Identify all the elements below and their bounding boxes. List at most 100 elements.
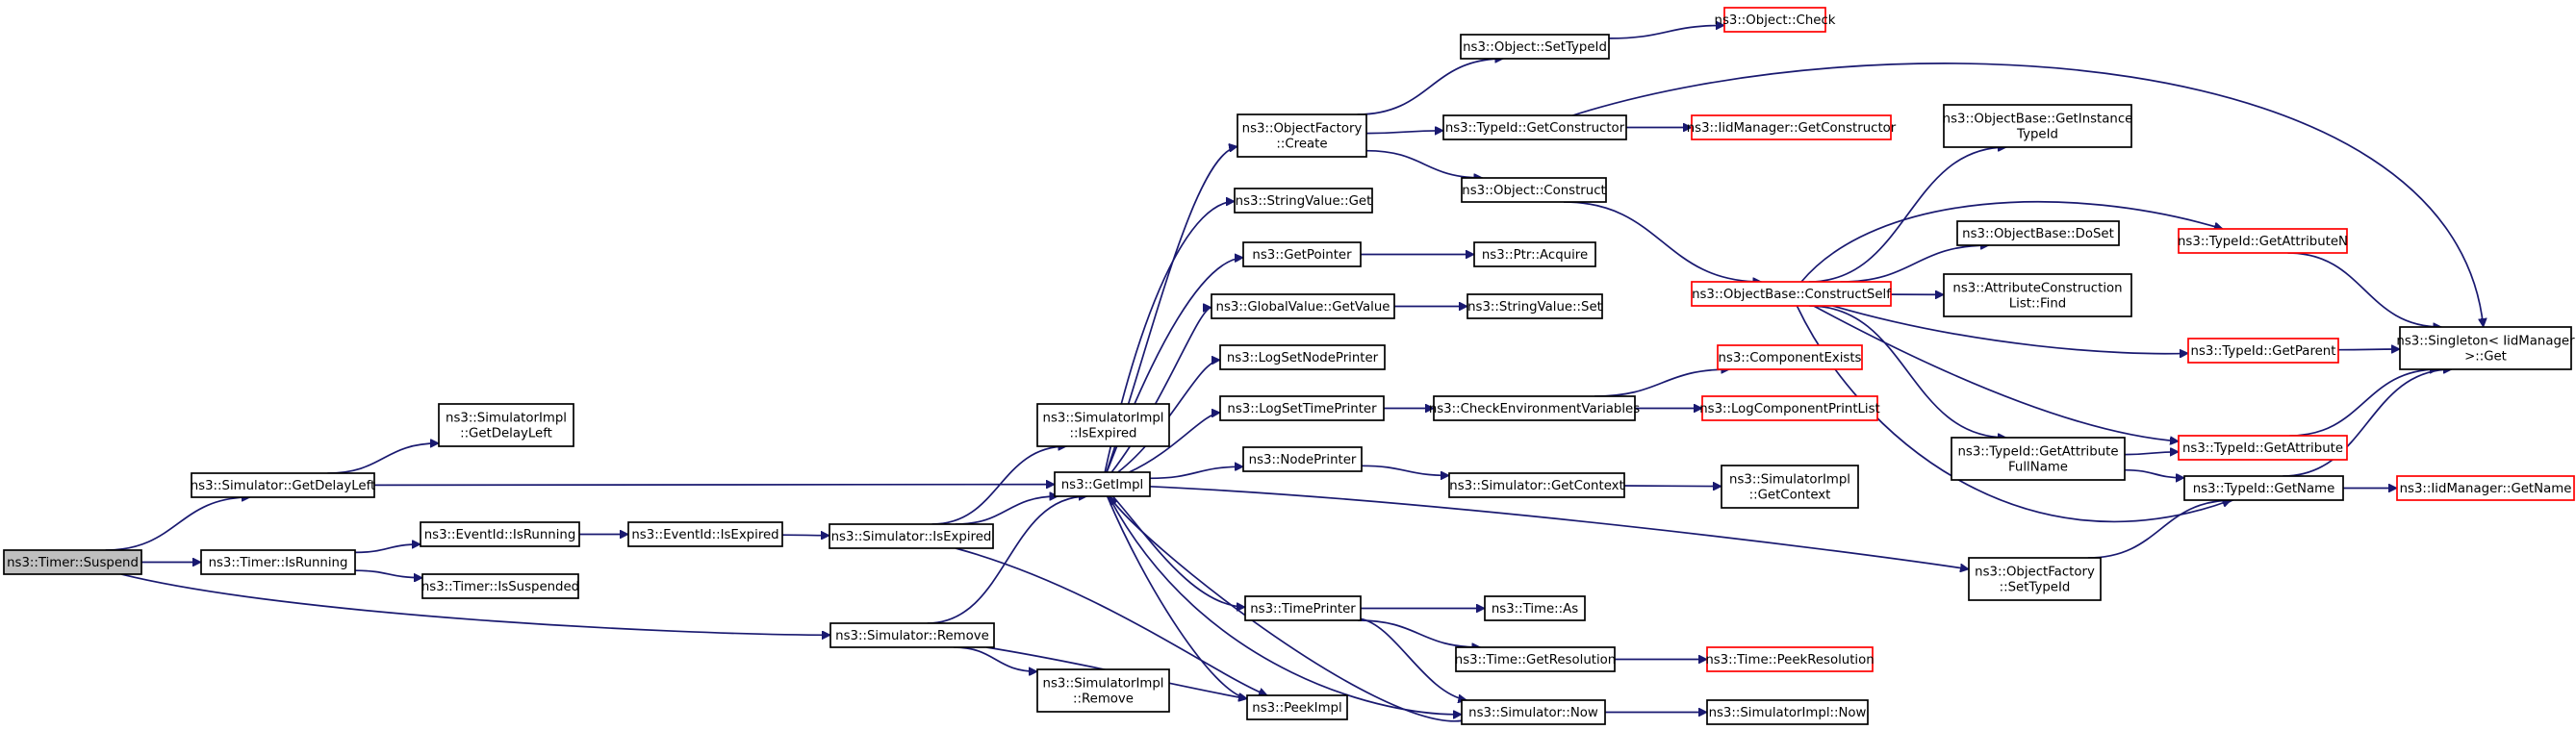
- node-remove[interactable]: ns3::Simulator::Remove: [829, 622, 995, 648]
- node-ob_doset[interactable]: ns3::ObjectBase::DoSet: [1956, 220, 2120, 246]
- node-logsetnodeprinter[interactable]: ns3::LogSetNodePrinter: [1219, 344, 1386, 370]
- node-label: ns3::LogComponentPrintList: [1699, 402, 1880, 416]
- node-box: [1433, 395, 1636, 421]
- node-checkenv[interactable]: ns3::CheckEnvironmentVariables: [1429, 395, 1640, 421]
- node-typeid_getname[interactable]: ns3::TypeId::GetName: [2183, 475, 2344, 501]
- node-label: ns3::Ptr::Acquire: [1482, 248, 1588, 263]
- node-simimpl_remove[interactable]: ns3::SimulatorImpl::Remove: [1036, 668, 1170, 713]
- node-timer_issuspended[interactable]: ns3::Timer::IsSuspended: [421, 573, 579, 599]
- node-stringvalue_set[interactable]: ns3::StringValue::Set: [1467, 293, 1603, 319]
- node-box: [1460, 34, 1610, 60]
- edge-getdelayleft-to-getimpl: [373, 485, 1055, 486]
- node-getimpl[interactable]: ns3::GetImpl: [1054, 471, 1151, 497]
- node-time_as[interactable]: ns3::Time::As: [1484, 595, 1586, 621]
- node-box: [1036, 668, 1170, 713]
- node-simimpl_now[interactable]: ns3::SimulatorImpl::Now: [1706, 699, 1869, 725]
- edge-ob_constructself-to-typeid_getparent: [1832, 305, 2188, 354]
- node-label: ns3::GetPointer: [1252, 248, 1352, 263]
- node-of_settypeid[interactable]: ns3::ObjectFactory::SetTypeId: [1968, 557, 2102, 601]
- node-singleton_get[interactable]: ns3::Singleton< IidManager >::Get: [2396, 326, 2575, 370]
- edge-getimpl-to-of_settypeid: [1149, 485, 1969, 569]
- node-box: [1455, 646, 1616, 672]
- node-label: ns3::Object::SetTypeId: [1463, 40, 1607, 55]
- node-typeid_getconstructor[interactable]: ns3::TypeId::GetConstructor: [1442, 114, 1627, 140]
- node-obj_settypeid[interactable]: ns3::Object::SetTypeId: [1460, 34, 1610, 60]
- node-timeprinter[interactable]: ns3::TimePrinter: [1244, 595, 1362, 621]
- node-label: ns3::ObjectFactory: [1242, 122, 1363, 137]
- node-time_peekresolution[interactable]: ns3::Time::PeekResolution: [1705, 646, 1875, 672]
- node-box: [1461, 177, 1607, 203]
- node-gv_getvalue[interactable]: ns3::GlobalValue::GetValue: [1211, 293, 1395, 319]
- node-label: ns3::SimulatorImpl: [1043, 412, 1164, 426]
- node-box: [1219, 344, 1386, 370]
- node-getpointer[interactable]: ns3::GetPointer: [1242, 241, 1362, 267]
- node-typeid_getattributen[interactable]: ns3::TypeId::GetAttributeN: [2178, 228, 2348, 254]
- node-box: [1237, 113, 1367, 158]
- node-ptr_acquire[interactable]: ns3::Ptr::Acquire: [1473, 241, 1596, 267]
- node-iidmanager_getname[interactable]: ns3::IidManager::GetName: [2396, 475, 2575, 501]
- node-box: [1691, 114, 1892, 140]
- edge-isrunning-to-timer_issuspended: [354, 569, 422, 578]
- node-obj_check[interactable]: ns3::Object::Check: [1715, 7, 1836, 33]
- node-isrunning[interactable]: ns3::Timer::IsRunning: [200, 549, 356, 575]
- node-box: [1691, 281, 1892, 307]
- node-componentexists[interactable]: ns3::ComponentExists: [1717, 344, 1863, 370]
- node-box: [1448, 472, 1625, 498]
- edge-typeid_getattributen-to-singleton_get: [2287, 252, 2442, 327]
- node-label: ns3::IidManager::GetName: [2400, 482, 2572, 496]
- node-label: ns3::SimulatorImpl: [446, 412, 567, 426]
- edge-typeid_getattributefullname-to-typeid_getname: [2124, 468, 2184, 478]
- node-box: [1706, 699, 1869, 725]
- node-label: ns3::TypeId::GetConstructor: [1445, 121, 1625, 136]
- node-label: ns3::AttributeConstruction: [1952, 282, 2122, 296]
- node-box: [1943, 273, 2132, 317]
- node-label: ns3::ObjectBase::DoSet: [1962, 227, 2114, 241]
- node-label: ns3::Simulator::Now: [1468, 706, 1598, 720]
- node-sim_getcontext[interactable]: ns3::Simulator::GetContext: [1448, 472, 1625, 498]
- node-box: [2183, 475, 2344, 501]
- node-label: ::Remove: [1073, 692, 1134, 707]
- node-typeid_getparent[interactable]: ns3::TypeId::GetParent: [2187, 338, 2339, 364]
- node-stringvalue_get[interactable]: ns3::StringValue::Get: [1234, 188, 1373, 214]
- node-getdelayleft[interactable]: ns3::Simulator::GetDelayLeft: [191, 472, 376, 498]
- node-simimpl_getcontext[interactable]: ns3::SimulatorImpl::GetContext: [1721, 465, 1859, 509]
- node-sim_isexpired[interactable]: ns3::Simulator::IsExpired: [829, 523, 994, 549]
- node-of_create[interactable]: ns3::ObjectFactory::Create: [1237, 113, 1367, 158]
- node-obj_construct[interactable]: ns3::Object::Construct: [1461, 177, 1607, 203]
- node-eventid_isrunning[interactable]: ns3::EventId::IsRunning: [420, 521, 580, 547]
- node-box: [1442, 114, 1627, 140]
- node-box: [1956, 220, 2120, 246]
- node-logcomponentprintlist[interactable]: ns3::LogComponentPrintList: [1699, 395, 1880, 421]
- edge-of_create-to-obj_settypeid: [1357, 59, 1504, 115]
- node-label: ns3::ObjectBase::ConstructSelf: [1692, 288, 1891, 302]
- node-box: [829, 523, 994, 549]
- node-ob_constructself[interactable]: ns3::ObjectBase::ConstructSelf: [1691, 281, 1892, 307]
- edge-of_create-to-typeid_getconstructor: [1365, 131, 1443, 134]
- node-box: [1242, 241, 1362, 267]
- edge-ob_constructself-to-typeid_getattributen: [1800, 200, 2223, 283]
- node-iidmanager_getconstructor[interactable]: ns3::IidManager::GetConstructor: [1687, 114, 1897, 140]
- node-label: ns3::Simulator::GetContext: [1449, 479, 1623, 493]
- node-logsettimeprinter[interactable]: ns3::LogSetTimePrinter: [1219, 395, 1385, 421]
- node-peekimpl[interactable]: ns3::PeekImpl: [1246, 694, 1348, 720]
- node-label: ns3::PeekImpl: [1252, 701, 1341, 716]
- node-box: [1484, 595, 1586, 621]
- node-typeid_getattribute[interactable]: ns3::TypeId::GetAttribute: [2178, 435, 2348, 461]
- edge-nodeprinter-to-sim_getcontext: [1361, 465, 1449, 475]
- node-label: ns3::IidManager::GetConstructor: [1687, 121, 1897, 136]
- node-time_getresolution[interactable]: ns3::Time::GetResolution: [1455, 646, 1616, 672]
- node-box: [2178, 435, 2348, 461]
- node-label: FullName: [2008, 461, 2068, 475]
- node-eventid_isexpired[interactable]: ns3::EventId::IsExpired: [627, 521, 783, 547]
- node-label: ns3::Object::Check: [1715, 13, 1836, 28]
- node-nodeprinter[interactable]: ns3::NodePrinter: [1242, 446, 1363, 472]
- edge-getimpl-to-logsettimeprinter: [1128, 413, 1220, 473]
- edge-eventid_isexpired-to-sim_isexpired: [781, 535, 829, 536]
- node-simimpl_getdelayleft[interactable]: ns3::SimulatorImpl::GetDelayLeft: [438, 403, 574, 447]
- node-simimpl_isexpired[interactable]: ns3::SimulatorImpl::IsExpired: [1036, 403, 1170, 447]
- node-label: ns3::TypeId::GetAttribute: [1957, 445, 2118, 460]
- node-sim_now[interactable]: ns3::Simulator::Now: [1461, 699, 1606, 725]
